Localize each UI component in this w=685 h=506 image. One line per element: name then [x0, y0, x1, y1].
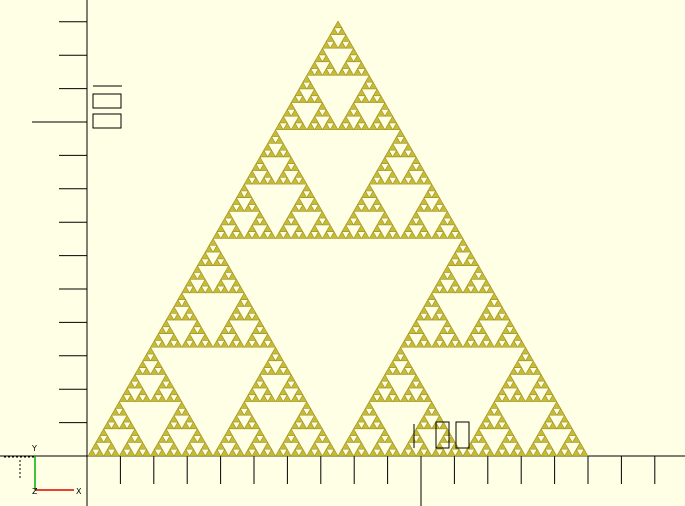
sierpinski-model	[87, 20, 589, 457]
axis-label-z: Z	[32, 487, 38, 496]
axes-indicator: Y Z X	[4, 444, 82, 496]
axis-label-y: Y	[31, 444, 37, 453]
axis-label-x: X	[76, 487, 82, 496]
scale-markers	[92, 85, 470, 449]
